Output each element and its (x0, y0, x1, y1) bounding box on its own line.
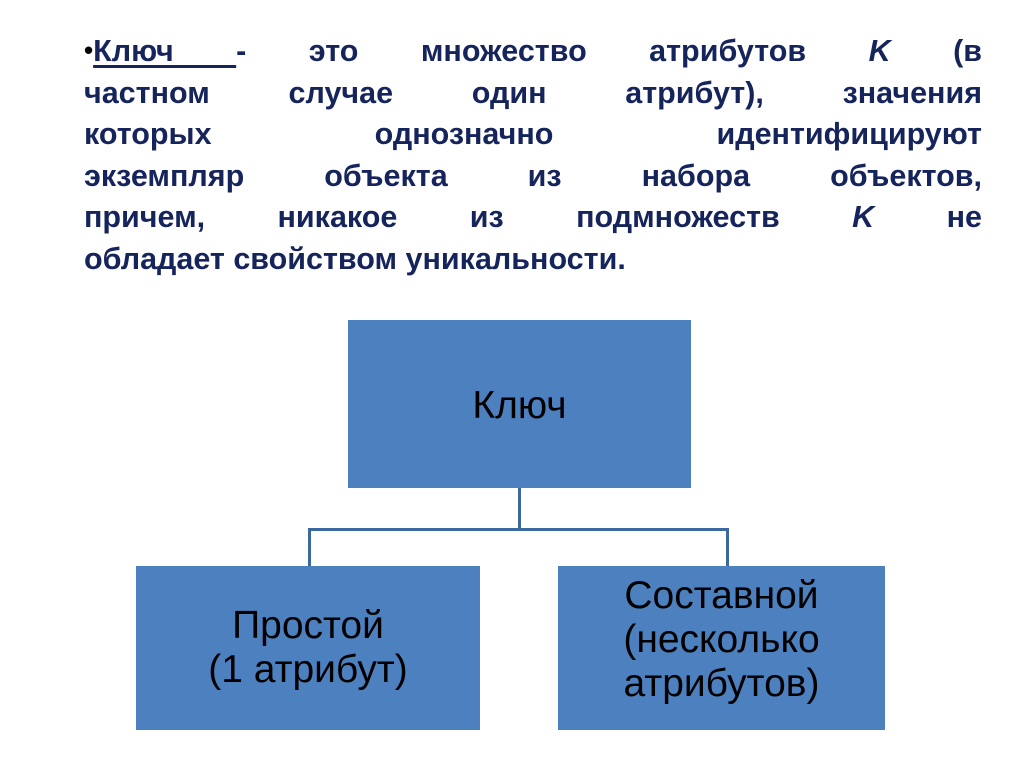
body-line-3: которых однозначно идентифицируют (84, 117, 982, 151)
body-line-2: частном случае один атрибут), значения (84, 75, 982, 110)
diagram-node-composite[interactable]: Составной (несколько атрибутов) (558, 566, 885, 730)
body-line-5-before-var: причем, никакое из подмножеств (84, 200, 853, 234)
diagram-node-root[interactable]: Ключ (348, 320, 691, 488)
connector-left-drop (308, 528, 311, 568)
keyword-kluch: Ключ (93, 34, 237, 68)
diagram-node-composite-label: Составной (несколько атрибутов) (623, 574, 820, 705)
diagram-node-simple-label: Простой (1 атрибут) (208, 604, 408, 691)
connector-crossbar (308, 528, 729, 531)
connector-root-stem (518, 488, 521, 531)
diagram-node-simple[interactable]: Простой (1 атрибут) (136, 566, 480, 730)
diagram-node-root-label: Ключ (472, 384, 567, 428)
body-line-1: •Ключ - это множество атрибутов K (в (84, 30, 982, 73)
body-text-block: •Ключ - это множество атрибутов K (в час… (84, 30, 982, 280)
body-line-5: причем, никакое из подмножеств K не (84, 197, 982, 239)
variable-k-2: K (852, 200, 875, 234)
body-line-1-before-var: - это множество атрибутов (236, 34, 869, 68)
bullet-icon: • (84, 35, 94, 65)
body-line-5-after-var: не (874, 200, 982, 234)
body-line-6: обладает свойством уникальности. (84, 241, 626, 276)
connector-right-drop (726, 528, 729, 568)
body-line-4: экземпляр объекта из набора объектов, (84, 158, 982, 193)
body-line-1-after-var: (в (890, 34, 982, 68)
variable-k-1: K (868, 34, 891, 68)
